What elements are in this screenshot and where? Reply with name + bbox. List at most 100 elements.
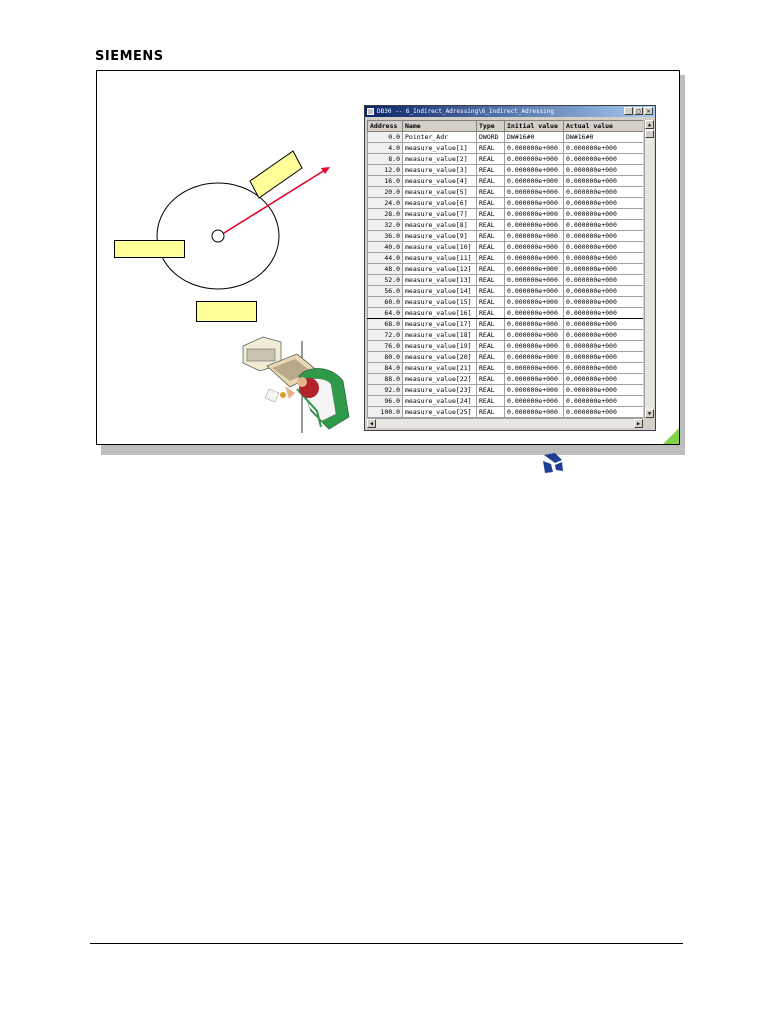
cell-address[interactable]: 84.0	[367, 362, 403, 374]
cell-address[interactable]: 32.0	[367, 219, 403, 231]
cell-initial-value[interactable]: 0.000000e+000	[504, 362, 564, 374]
cell-name[interactable]: measure_value[2]	[402, 153, 477, 165]
cell-name[interactable]: measure_value[25]	[402, 406, 477, 418]
vertical-scrollbar[interactable]: ▲ ▼	[644, 120, 654, 418]
cell-name[interactable]: measure_value[21]	[402, 362, 477, 374]
cell-address[interactable]: 40.0	[367, 241, 403, 253]
cell-actual-value[interactable]: 0.000000e+000	[563, 175, 643, 187]
cell-type[interactable]: REAL	[476, 175, 505, 187]
cell-initial-value[interactable]: 0.000000e+000	[504, 153, 564, 165]
cell-initial-value[interactable]: 0.000000e+000	[504, 252, 564, 264]
cell-type[interactable]: REAL	[476, 208, 505, 220]
cell-address[interactable]: 96.0	[367, 395, 403, 407]
cell-type[interactable]: REAL	[476, 406, 505, 418]
cell-address[interactable]: 44.0	[367, 252, 403, 264]
cell-actual-value[interactable]: 0.000000e+000	[563, 186, 643, 198]
col-header-initial-value[interactable]: Initial value	[504, 120, 564, 132]
cell-name[interactable]: Pointer_Adr	[402, 131, 477, 143]
scroll-left-arrow-icon[interactable]: ◀	[367, 419, 376, 428]
cell-initial-value[interactable]: 0.000000e+000	[504, 186, 564, 198]
cell-initial-value[interactable]: 0.000000e+000	[504, 318, 564, 330]
scroll-up-arrow-icon[interactable]: ▲	[645, 120, 654, 129]
cell-actual-value[interactable]: 0.000000e+000	[563, 197, 643, 209]
cell-type[interactable]: REAL	[476, 186, 505, 198]
cell-name[interactable]: measure_value[22]	[402, 373, 477, 385]
cell-actual-value[interactable]: DW#16#0	[563, 131, 643, 143]
cell-address[interactable]: 56.0	[367, 285, 403, 297]
cell-initial-value[interactable]: 0.000000e+000	[504, 274, 564, 286]
cell-initial-value[interactable]: 0.000000e+000	[504, 142, 564, 154]
scroll-down-arrow-icon[interactable]: ▼	[645, 409, 654, 418]
scroll-thumb[interactable]	[645, 130, 654, 138]
cell-actual-value[interactable]: 0.000000e+000	[563, 274, 643, 286]
cell-name[interactable]: measure_value[10]	[402, 241, 477, 253]
cell-name[interactable]: measure_value[1]	[402, 142, 477, 154]
cell-address[interactable]: 0.0	[367, 131, 403, 143]
cell-address[interactable]: 64.0	[367, 307, 403, 319]
cell-address[interactable]: 20.0	[367, 186, 403, 198]
cell-actual-value[interactable]: 0.000000e+000	[563, 384, 643, 396]
cell-name[interactable]: measure_value[3]	[402, 164, 477, 176]
cell-actual-value[interactable]: 0.000000e+000	[563, 252, 643, 264]
cell-type[interactable]: REAL	[476, 285, 505, 297]
cell-name[interactable]: measure_value[5]	[402, 186, 477, 198]
cell-address[interactable]: 72.0	[367, 329, 403, 341]
scroll-right-arrow-icon[interactable]: ▶	[634, 419, 643, 428]
horizontal-scrollbar[interactable]: ◀ ▶	[367, 418, 643, 428]
cell-initial-value[interactable]: 0.000000e+000	[504, 197, 564, 209]
cell-actual-value[interactable]: 0.000000e+000	[563, 219, 643, 231]
cell-actual-value[interactable]: 0.000000e+000	[563, 263, 643, 275]
cell-name[interactable]: measure_value[7]	[402, 208, 477, 220]
cell-type[interactable]: REAL	[476, 197, 505, 209]
cell-initial-value[interactable]: 0.000000e+000	[504, 351, 564, 363]
cell-actual-value[interactable]: 0.000000e+000	[563, 395, 643, 407]
cell-actual-value[interactable]: 0.000000e+000	[563, 318, 643, 330]
cell-address[interactable]: 8.0	[367, 153, 403, 165]
db-window-titlebar[interactable]: DB30 -- 6_Indirect_Adressing\6_Indirect_…	[365, 106, 655, 117]
cell-type[interactable]: REAL	[476, 384, 505, 396]
cell-initial-value[interactable]: 0.000000e+000	[504, 208, 564, 220]
cell-address[interactable]: 88.0	[367, 373, 403, 385]
cell-initial-value[interactable]: 0.000000e+000	[504, 241, 564, 253]
cell-name[interactable]: measure_value[17]	[402, 318, 477, 330]
cell-actual-value[interactable]: 0.000000e+000	[563, 296, 643, 308]
cell-type[interactable]: REAL	[476, 362, 505, 374]
cell-initial-value[interactable]: 0.000000e+000	[504, 175, 564, 187]
cell-actual-value[interactable]: 0.000000e+000	[563, 307, 643, 319]
maximize-button[interactable]: □	[634, 107, 643, 115]
col-header-actual-value[interactable]: Actual value	[563, 120, 643, 132]
minimize-button[interactable]: _	[624, 107, 633, 115]
cell-address[interactable]: 12.0	[367, 164, 403, 176]
cell-address[interactable]: 52.0	[367, 274, 403, 286]
cell-initial-value[interactable]: DW#16#0	[504, 131, 564, 143]
cell-actual-value[interactable]: 0.000000e+000	[563, 373, 643, 385]
cell-address[interactable]: 68.0	[367, 318, 403, 330]
cell-actual-value[interactable]: 0.000000e+000	[563, 406, 643, 418]
cell-name[interactable]: measure_value[15]	[402, 296, 477, 308]
cell-type[interactable]: REAL	[476, 340, 505, 352]
cell-actual-value[interactable]: 0.000000e+000	[563, 153, 643, 165]
cell-initial-value[interactable]: 0.000000e+000	[504, 307, 564, 319]
cell-initial-value[interactable]: 0.000000e+000	[504, 230, 564, 242]
cell-type[interactable]: REAL	[476, 351, 505, 363]
cell-initial-value[interactable]: 0.000000e+000	[504, 263, 564, 275]
cell-name[interactable]: measure_value[11]	[402, 252, 477, 264]
cell-type[interactable]: REAL	[476, 395, 505, 407]
